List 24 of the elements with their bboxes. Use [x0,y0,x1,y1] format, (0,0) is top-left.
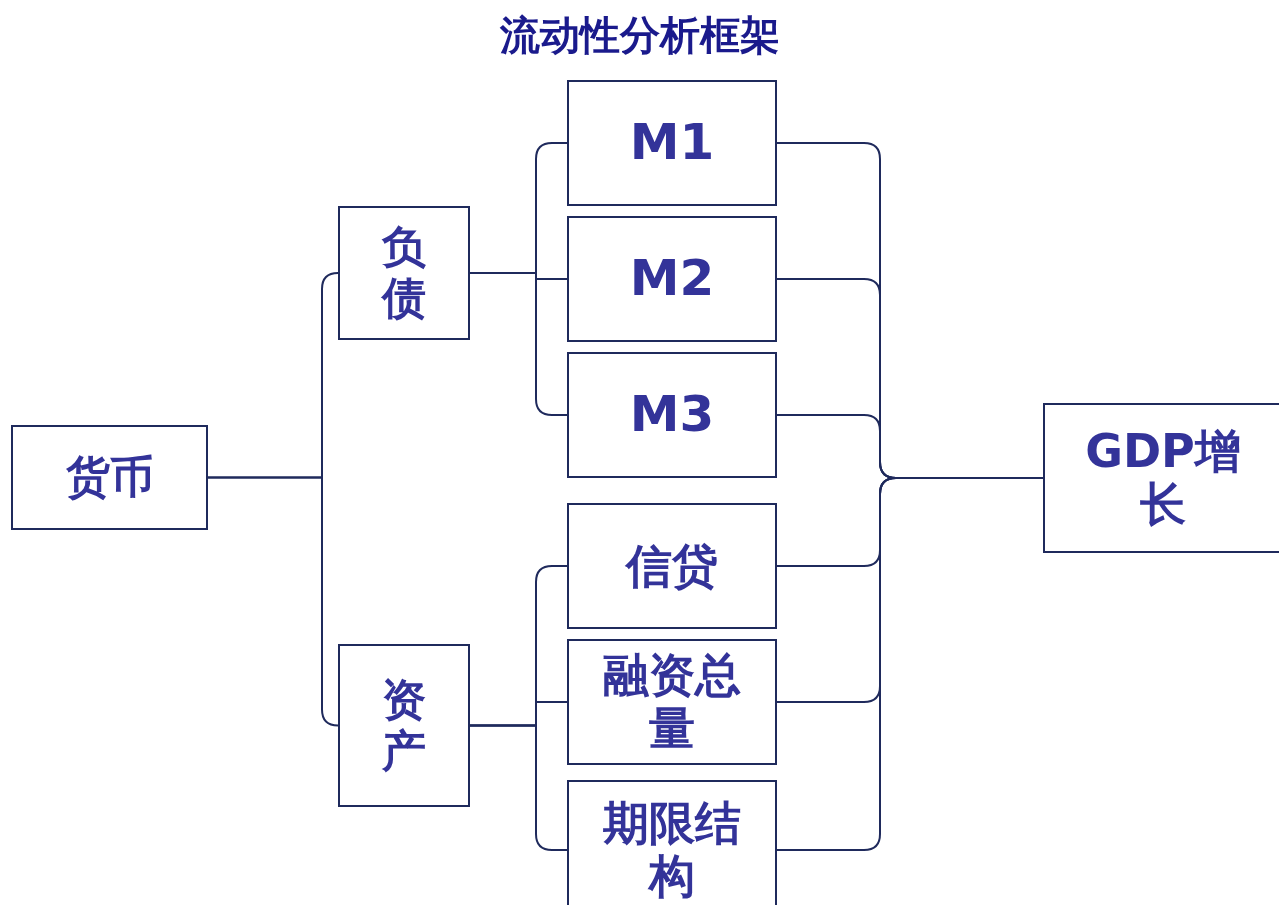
node-label: 资产 [381,674,427,777]
connector-line [469,724,568,851]
node-box [567,216,777,342]
node-box [338,206,470,340]
node-box [567,80,777,206]
node-label: M1 [629,114,715,172]
node-box [1043,403,1279,553]
connector-line [469,272,568,416]
node-label: 负债 [380,222,427,324]
node-label: 货币 [65,452,154,503]
node-box [567,503,777,629]
node-box [567,780,777,905]
node-label: 期限结构 [602,797,742,903]
node-box [11,425,208,530]
node-label: M2 [629,250,715,308]
node-label: 信贷 [626,539,718,593]
node-label: GDP增长 [1084,425,1242,531]
title: 流动性分析框架 [498,11,781,60]
node-label: M3 [629,386,715,444]
connector-line [207,476,339,727]
node-label: 融资总量 [602,649,742,755]
node-box [567,352,777,478]
node-box [567,639,777,765]
node-box [338,644,470,807]
